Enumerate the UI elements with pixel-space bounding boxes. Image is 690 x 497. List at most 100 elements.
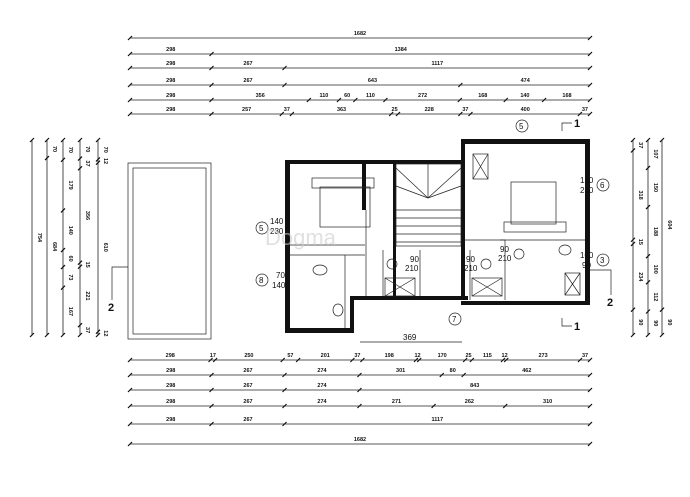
dimension-label: 298 (166, 78, 175, 84)
dimension-tick (60, 285, 66, 291)
dimension-label: 1117 (431, 61, 443, 67)
opening-height: 210 (464, 264, 478, 273)
dimension-tick (469, 357, 475, 363)
dimension-label: 80 (450, 368, 456, 374)
dimension-tick (587, 35, 593, 41)
dimension-label: 228 (425, 107, 434, 113)
dimension-tick (77, 137, 83, 143)
dimension-tick (127, 65, 133, 71)
dimension-tick (77, 322, 83, 328)
dimension-label: 115 (483, 353, 492, 359)
staircase: 369 (360, 163, 462, 343)
dimension-label: 356 (84, 211, 90, 220)
dimension-tick (77, 264, 83, 270)
dimension-label: 37 (462, 107, 468, 113)
opening-width: 90 (500, 245, 509, 254)
dimension-label: 274 (317, 383, 327, 389)
dimension-label: 301 (396, 368, 405, 374)
dimension-tick (60, 208, 66, 213)
toilet-left (332, 303, 344, 317)
dimension-label: 201 (321, 353, 330, 359)
dimension-tick (209, 421, 214, 427)
dimension-label: 140 (520, 93, 529, 99)
dimension-label: 356 (256, 93, 265, 99)
dimension-tick (95, 160, 101, 166)
dimension-label: 70 (84, 146, 90, 152)
dimension-tick (295, 357, 301, 363)
dimension-label: 400 (521, 107, 530, 113)
dimension-tick (60, 332, 66, 338)
opening-height: 210 (498, 254, 512, 263)
dimension-tick (209, 403, 214, 409)
dimension-tick (209, 51, 214, 57)
dimension-tick (457, 82, 463, 88)
dimension-label: 15 (84, 262, 90, 268)
dimension-label: 25 (465, 353, 471, 359)
dimension-tick (209, 82, 214, 88)
dimension-label: 267 (243, 417, 252, 423)
opening-width: 90 (410, 255, 419, 264)
dimension-tick (77, 156, 83, 161)
dimension-label: 262 (465, 399, 474, 405)
opening-id: 8 (259, 276, 264, 285)
opening-id: 3 (600, 256, 605, 265)
dimension-tick (587, 372, 593, 378)
section-mark: 2 (607, 297, 613, 309)
dimension-label: 298 (166, 417, 175, 423)
dimension-tick (77, 260, 83, 266)
bed-left (319, 186, 371, 228)
dimension-tick (95, 137, 101, 143)
watermark: Dogma (265, 225, 337, 250)
bed-right (510, 181, 557, 225)
dimension-tick (630, 307, 636, 313)
dimension-label: 298 (166, 93, 175, 99)
dimension-tick (630, 237, 636, 243)
dimension-tick (127, 421, 133, 427)
dimension-label: 179 (67, 181, 73, 190)
dimension-tick (352, 97, 358, 103)
dimension-label: 754 (36, 233, 42, 243)
dimension-tick (279, 111, 285, 117)
dimension-tick (95, 332, 101, 338)
dimension-tick (127, 111, 133, 117)
dimension-tick (587, 51, 593, 57)
dimension-tick (127, 441, 133, 447)
dimension-tick (209, 97, 214, 103)
opening-height: 210 (405, 264, 419, 273)
dimension-tick (587, 441, 593, 447)
dimension-label: 843 (470, 383, 479, 389)
dimension-tick (282, 421, 287, 427)
dimension-tick (439, 372, 445, 378)
dimension-tick (127, 51, 133, 57)
opening-id: 7 (452, 315, 457, 324)
dimension-tick (645, 332, 651, 338)
dimension-label: 310 (543, 399, 552, 405)
dimension-label: 267 (243, 383, 252, 389)
dimension-tick (77, 332, 83, 338)
dimension-tick (577, 357, 583, 363)
dimension-label: 298 (166, 47, 175, 53)
dimension-tick (630, 332, 636, 338)
section-mark: 1 (574, 118, 580, 130)
dimension-tick (60, 157, 66, 163)
dimension-label: 170 (438, 353, 447, 359)
dimension-tick (282, 65, 287, 71)
dimension-tick (587, 387, 593, 393)
dimension-label: 298 (166, 61, 175, 67)
dimension-tick (503, 357, 509, 363)
dimension-label: 221 (84, 291, 90, 300)
dimension-tick (282, 372, 287, 378)
dimension-label: 1384 (395, 47, 408, 53)
dimension-label: 70 (102, 147, 108, 153)
dimension-label: 298 (166, 383, 175, 389)
dimension-label: 604 (666, 220, 672, 230)
dimension-label: 298 (166, 107, 175, 113)
dimension-label: 37 (582, 107, 588, 113)
opening-height: 90 (582, 261, 591, 270)
dimension-label: 1117 (431, 417, 443, 423)
dimension-label: 90 (666, 319, 672, 325)
dimension-label: 273 (539, 353, 548, 359)
dimension-tick (587, 421, 593, 427)
dimension-tick (659, 137, 665, 143)
